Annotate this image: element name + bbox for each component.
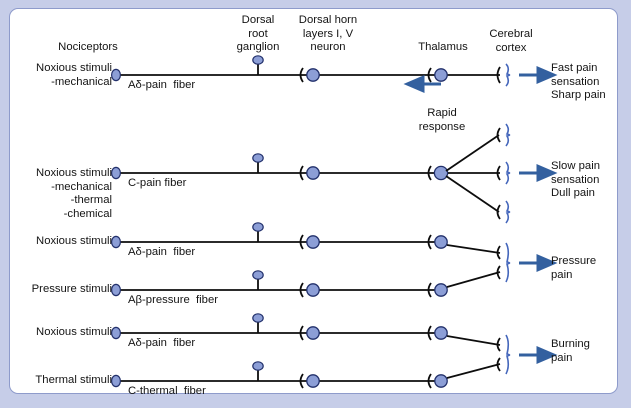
nociceptor-node (110, 235, 121, 249)
drg-node (252, 55, 264, 65)
synapse-cup (299, 234, 304, 250)
dorsal-horn-node (306, 374, 320, 388)
drg-node (252, 313, 264, 323)
synapse-cup (299, 165, 304, 181)
outcome-slow-pain: Slow pain sensation Dull pain (551, 160, 600, 200)
cortex-brace (505, 334, 511, 375)
stimulus-label-pressure-noxious: Noxious stimuli (36, 235, 112, 247)
cortex-brace (505, 123, 511, 147)
dorsal-horn-node (306, 326, 320, 340)
stimulus-label-slow-pain: Noxious stimuli -mechanical -thermal -ch… (36, 167, 112, 220)
nociceptor-node (110, 166, 121, 180)
synapse-cup (427, 282, 432, 298)
stimulus-label-burning-thermal: Thermal stimuli (35, 374, 112, 386)
cortex-brace (496, 165, 501, 181)
nociceptor-node (110, 374, 121, 388)
drg-node (252, 222, 264, 232)
cortex-brace (505, 200, 511, 224)
row-fast-pain-graphics (110, 55, 558, 93)
row-pressure-graphics (110, 222, 558, 298)
synapse-cup (299, 282, 304, 298)
drg-node (252, 153, 264, 163)
dorsal-horn-node (306, 166, 320, 180)
fiber-label-burning-noxious: Aδ-pain fiber (128, 337, 196, 349)
outcome-burning-pain: Burning pain (551, 338, 590, 364)
outcome-fast-pain: Fast pain sensation Sharp pain (551, 62, 606, 102)
fiber-label-pressure-stimuli: Aβ-pressure fiber (128, 294, 218, 306)
nociceptor-node (110, 326, 121, 340)
synapse-cup (299, 373, 304, 389)
header-dorsal-root-ganglion: Dorsal root ganglion (236, 14, 280, 54)
rapid-response-label: Rapid response (418, 107, 466, 133)
cortex-brace (496, 357, 501, 372)
thalamus-node (434, 68, 448, 82)
drg-node (252, 361, 264, 371)
fiber-label-slow-pain: C-pain fiber (128, 177, 187, 189)
cortex-brace (496, 66, 501, 84)
cortex-brace (496, 337, 501, 352)
stimulus-label-burning-noxious: Noxious stimuli (36, 326, 112, 338)
thalamus-node (434, 235, 448, 249)
nociceptor-node (110, 68, 121, 82)
cortex-brace (505, 242, 511, 283)
synapse-cup (427, 325, 432, 341)
row-burning-graphics (110, 313, 558, 389)
header-nociceptors: Nociceptors (58, 41, 118, 53)
fiber-label-fast-pain: Aδ-pain fiber (128, 79, 196, 91)
cortex-brace (496, 265, 501, 280)
nociceptor-node (110, 283, 121, 297)
synapse-cup (299, 325, 304, 341)
cortex-brace (496, 245, 501, 260)
synapse-cup (427, 67, 432, 83)
dorsal-horn-node (306, 283, 320, 297)
stimulus-label-fast-pain: Noxious stimuli -mechanical (36, 62, 112, 88)
thalamus-node (434, 283, 448, 297)
thalamus-node (434, 374, 448, 388)
synapse-cup (427, 234, 432, 250)
synapse-cup (427, 373, 432, 389)
cortex-brace (496, 204, 501, 220)
thalamus-node (434, 326, 448, 340)
cortex-brace (496, 127, 501, 143)
header-thalamus: Thalamus (418, 41, 468, 53)
cortex-brace (505, 161, 511, 185)
fiber-label-burning-thermal: C-thermal fiber (128, 385, 206, 397)
stimulus-label-pressure-stimuli: Pressure stimuli (31, 283, 112, 295)
row-slow-pain-graphics (110, 123, 558, 224)
drg-node (252, 270, 264, 280)
fiber-label-pressure-noxious: Aδ-pain fiber (128, 246, 196, 258)
cortex-brace (505, 63, 511, 87)
synapse-cup (299, 67, 304, 83)
header-cerebral-cortex: Cerebral cortex (489, 28, 533, 54)
outcome-pressure-pain: Pressure pain (551, 255, 597, 281)
dorsal-horn-node (306, 68, 320, 82)
header-dorsal-horn-neuron: Dorsal horn layers I, V neuron (298, 14, 358, 54)
thalamus-node (433, 165, 449, 181)
dorsal-horn-node (306, 235, 320, 249)
synapse-cup (427, 165, 432, 181)
